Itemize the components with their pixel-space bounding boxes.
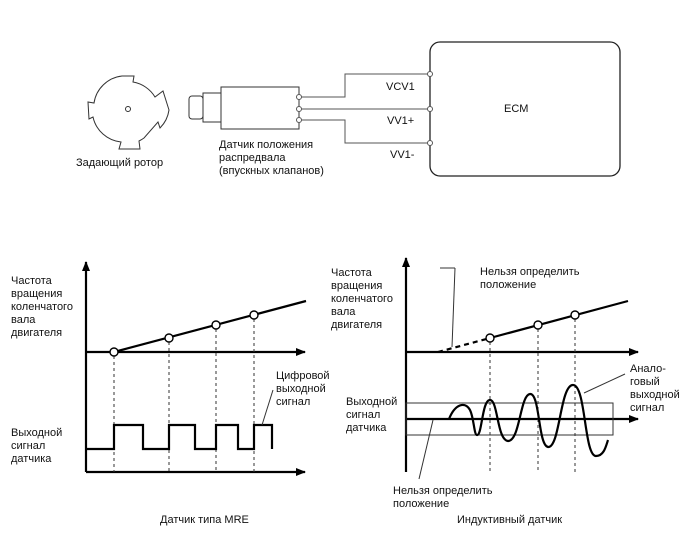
label-line: Частота [331, 267, 373, 279]
sensor-label-line: (впускных клапанов) [219, 165, 324, 177]
label-line: Анало- [630, 363, 666, 375]
wire-vv1-minus [301, 119, 430, 144]
ind-signal-callout: Анало- говый выходной сигнал [630, 363, 683, 414]
label-line: Выходной [346, 396, 397, 408]
rotor-label: Задающий ротор [76, 157, 163, 169]
label-line: сигнал [276, 396, 310, 408]
ind-speed-point [485, 333, 495, 343]
ecm-box: ECM [427, 41, 621, 177]
ecm-pin-vv1-plus [427, 106, 433, 112]
rotor-center [125, 106, 131, 112]
label-line: сигнал [630, 402, 664, 414]
mre-caption: Датчик типа MRE [160, 514, 249, 526]
ind-bottom-leader [418, 419, 434, 480]
label-line: датчика [11, 453, 52, 465]
mre-y-label-signal: Выходной сигнал датчика [11, 427, 65, 465]
ind-bottom-callout: Нельзя определить положение [393, 485, 496, 510]
sensor-body [220, 86, 300, 130]
inductive-chart: Частота вращения коленчатого вала двигат… [331, 257, 683, 526]
mre-speed-point [164, 333, 174, 343]
ecm-label: ECM [504, 103, 528, 115]
ind-speed-line [489, 299, 629, 340]
sensor-pin-2 [296, 106, 302, 112]
rotor-shape [87, 75, 170, 150]
terminal-vv1-plus: VV1+ [387, 115, 414, 127]
ind-speed-unknown [437, 336, 491, 354]
ecm-pin-vv1-minus [427, 140, 433, 146]
terminal-vv1-minus: VV1- [390, 149, 415, 161]
sensor-pin-3 [296, 117, 302, 123]
mre-chart: Частота вращения коленчатого вала двигат… [11, 261, 333, 526]
mre-speed-point [211, 320, 221, 330]
label-line: говый [630, 376, 660, 388]
ind-y-label-speed: Частота вращения коленчатого вала двигат… [331, 267, 396, 331]
ind-y-label-signal: Выходной сигнал датчика [346, 396, 400, 434]
ind-signal-leader [583, 373, 626, 394]
label-line: Нельзя определить [480, 266, 580, 278]
mre-speed-line [113, 299, 307, 354]
ind-top-leader-v [451, 267, 456, 348]
ind-analog-signal [447, 383, 610, 458]
wire-vcv1 [301, 73, 430, 98]
label-line: положение [393, 498, 449, 510]
ind-speed-point [533, 320, 543, 330]
sensor-label: Датчик положения распредвала (впускных к… [219, 139, 324, 177]
wiring [301, 73, 430, 144]
label-line: Нельзя определить [393, 485, 493, 497]
ind-caption: Индуктивный датчик [457, 514, 562, 526]
camshaft-sensor [188, 86, 302, 130]
label-line: Частота [11, 275, 53, 287]
label-line: вала [11, 314, 36, 326]
label-line: сигнал [346, 409, 380, 421]
label-line: коленчатого [11, 301, 73, 313]
label-line: датчика [346, 422, 387, 434]
mre-callout-leader [261, 389, 274, 426]
sensor-tip [188, 95, 204, 120]
mre-speed-point [109, 347, 119, 357]
ind-threshold-band [405, 402, 614, 436]
sensor-label-line: распредвала [219, 152, 286, 164]
label-line: вала [331, 306, 356, 318]
ind-speed-point [570, 310, 580, 320]
label-line: вращения [11, 288, 62, 300]
ind-top-callout: Нельзя определить положение [480, 266, 583, 291]
label-line: двигателя [11, 327, 62, 339]
label-line: выходной [276, 383, 326, 395]
mre-digital-signal [86, 423, 274, 451]
sensor-label-line: Датчик положения [219, 139, 313, 151]
terminal-vcv1: VCV1 [386, 81, 415, 93]
sensor-pin-1 [296, 94, 302, 100]
label-line: положение [480, 279, 536, 291]
sensor-neck [202, 92, 222, 123]
label-line: коленчатого [331, 293, 393, 305]
ecm-pin-vcv1 [427, 71, 433, 77]
mre-speed-point [249, 310, 259, 320]
label-line: Выходной [11, 427, 62, 439]
timing-rotor [87, 75, 170, 150]
label-line: Цифровой [276, 370, 330, 382]
label-line: двигателя [331, 319, 382, 331]
label-line: выходной [630, 389, 680, 401]
label-line: сигнал [11, 440, 45, 452]
mre-y-label-speed: Частота вращения коленчатого вала двигат… [11, 275, 76, 339]
label-line: вращения [331, 280, 382, 292]
mre-callout: Цифровой выходной сигнал [276, 370, 333, 408]
